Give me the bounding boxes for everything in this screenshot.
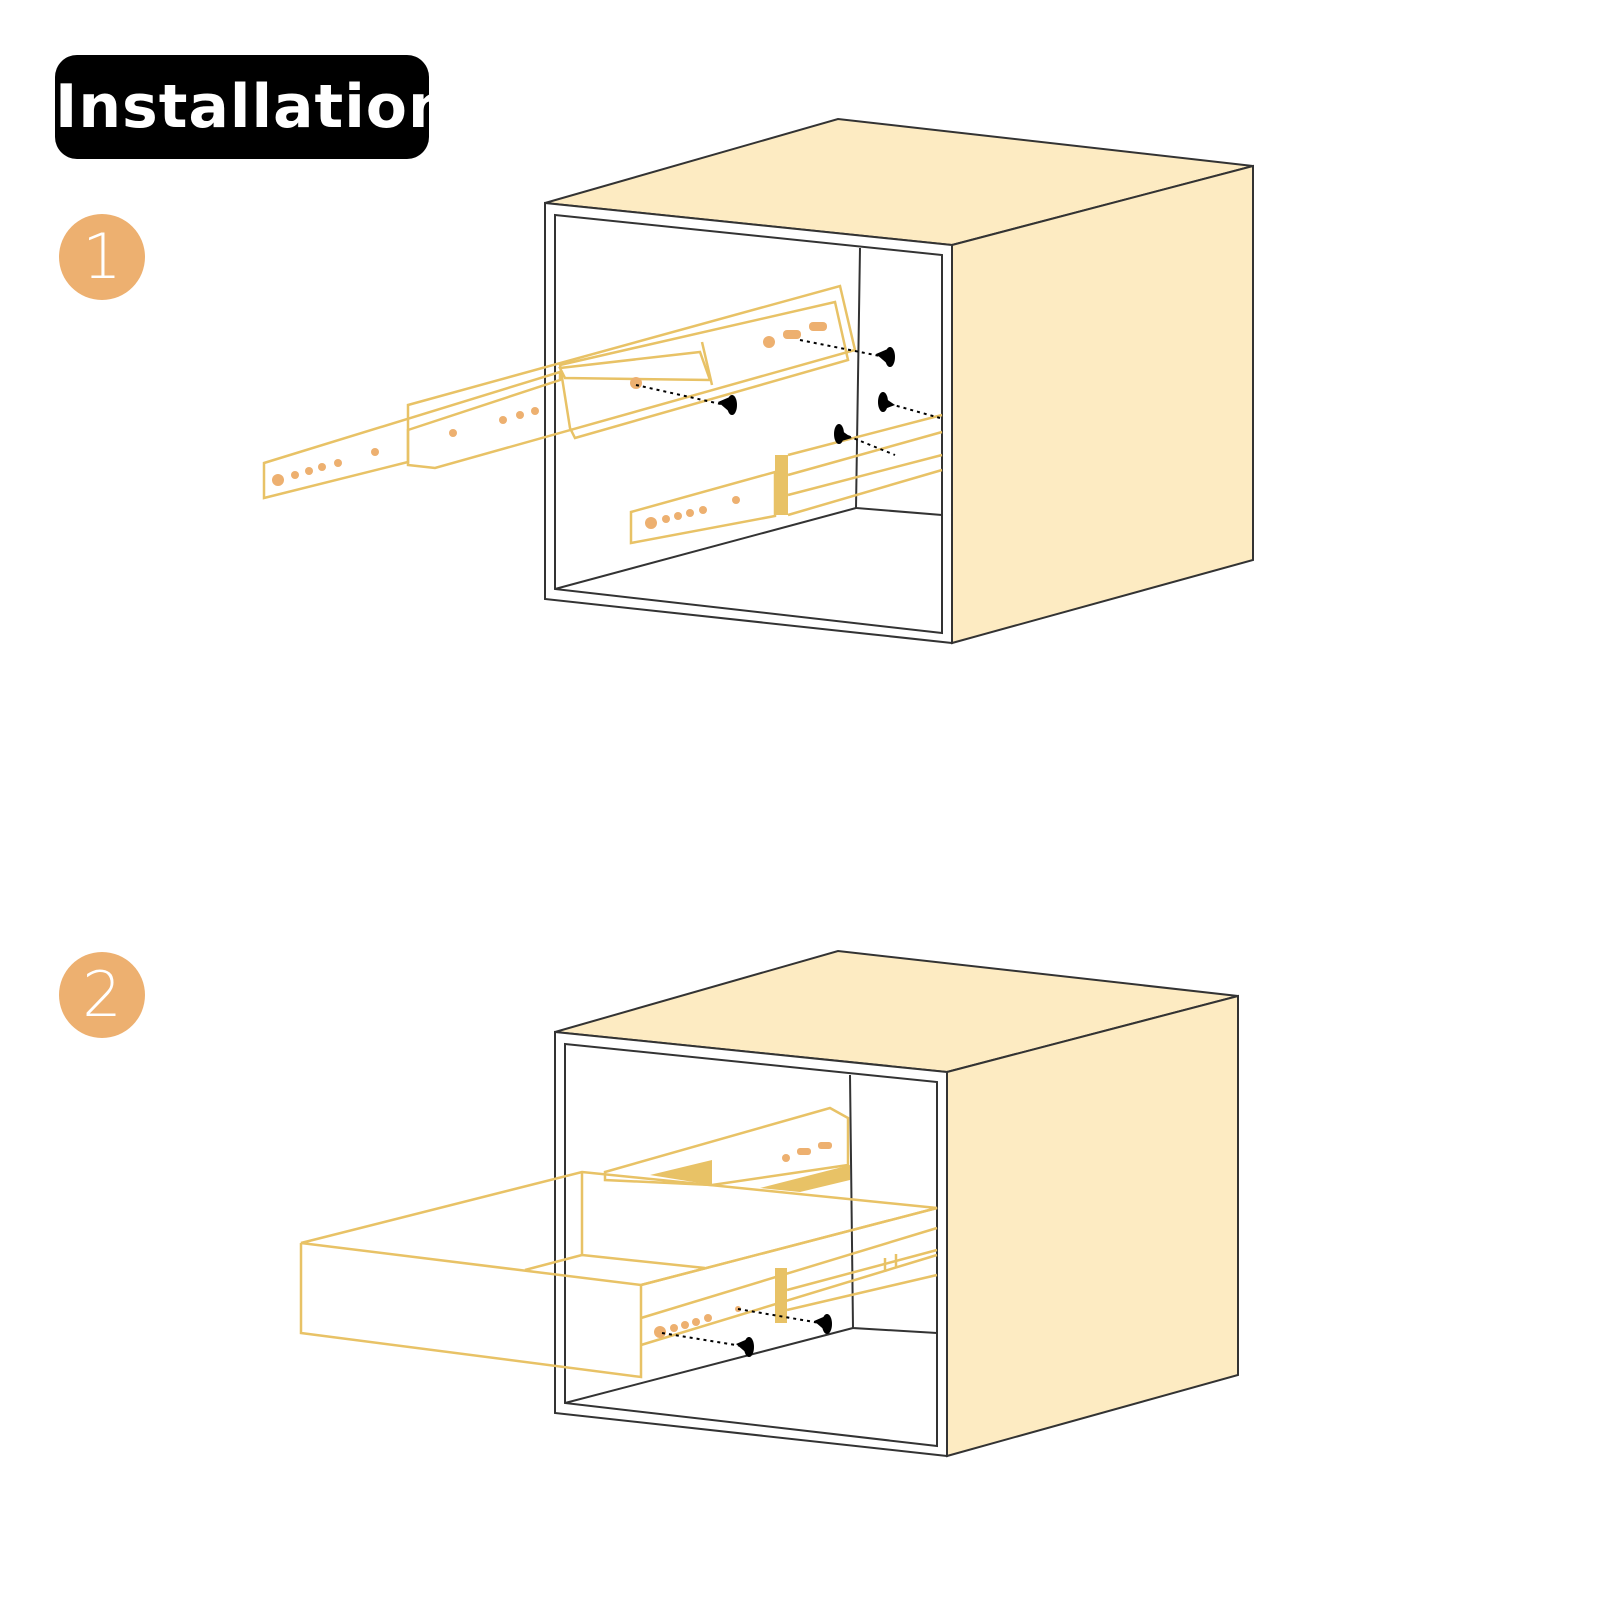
step-badge-2: 2 xyxy=(59,952,145,1038)
screw-icon xyxy=(834,424,852,444)
step-badge-1: 1 xyxy=(59,214,145,300)
page-title: Installation xyxy=(55,55,451,159)
screws-step-1 xyxy=(635,339,941,456)
screw-icon xyxy=(878,392,895,412)
screw-icon xyxy=(736,1337,754,1357)
drawer-box xyxy=(299,1170,938,1379)
screw-icon xyxy=(718,395,737,415)
screw-icon xyxy=(876,347,895,367)
cabinet-step-1 xyxy=(544,117,1254,645)
screw-icon xyxy=(814,1314,832,1334)
drawer-slides-step-2 xyxy=(603,1106,938,1347)
drawer-slide-extended xyxy=(262,284,857,500)
drawer-slide-mounted xyxy=(629,413,943,545)
screws-step-2 xyxy=(661,1308,832,1357)
